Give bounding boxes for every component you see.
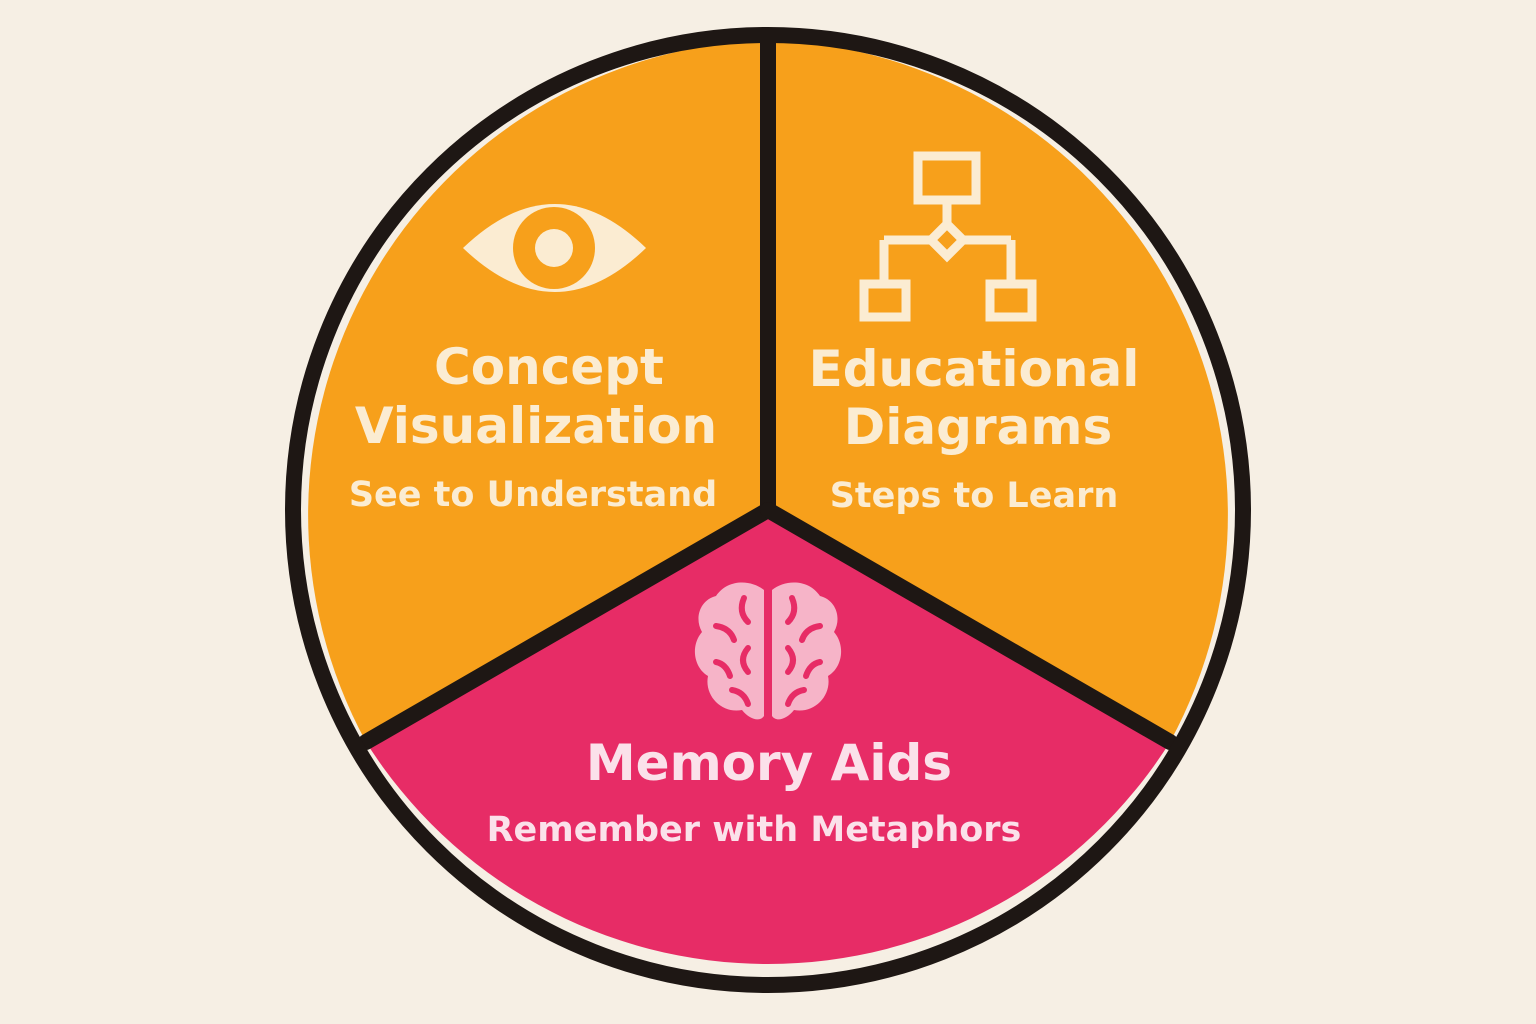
educational-title-line-2: Diagrams	[844, 398, 1112, 456]
divider-right	[760, 502, 1178, 750]
segment-memory-aids	[366, 510, 1170, 964]
flowchart-icon	[859, 151, 1037, 322]
eye-icon	[463, 204, 646, 292]
label-memory-aids: Memory Aids Remember with Metaphors	[487, 734, 1022, 850]
concept-subtitle: See to Understand	[349, 475, 717, 515]
memory-title: Memory Aids	[586, 734, 952, 792]
label-concept-visualization: Concept Visualization See to Understand	[349, 338, 717, 515]
segment-dividers	[358, 32, 1178, 750]
memory-subtitle: Remember with Metaphors	[487, 810, 1022, 850]
concept-title-line-1: Concept	[434, 338, 664, 396]
concept-title-line-2: Visualization	[355, 397, 717, 455]
label-educational-diagrams: Educational Diagrams Steps to Learn	[809, 340, 1140, 516]
divider-left	[358, 502, 776, 750]
segment-educational-diagrams	[768, 40, 1228, 742]
educational-subtitle: Steps to Learn	[830, 476, 1119, 516]
brain-icon	[694, 582, 842, 720]
outer-ring	[285, 27, 1251, 993]
educational-title-line-1: Educational	[809, 340, 1140, 398]
segment-concept-visualization	[308, 40, 768, 742]
